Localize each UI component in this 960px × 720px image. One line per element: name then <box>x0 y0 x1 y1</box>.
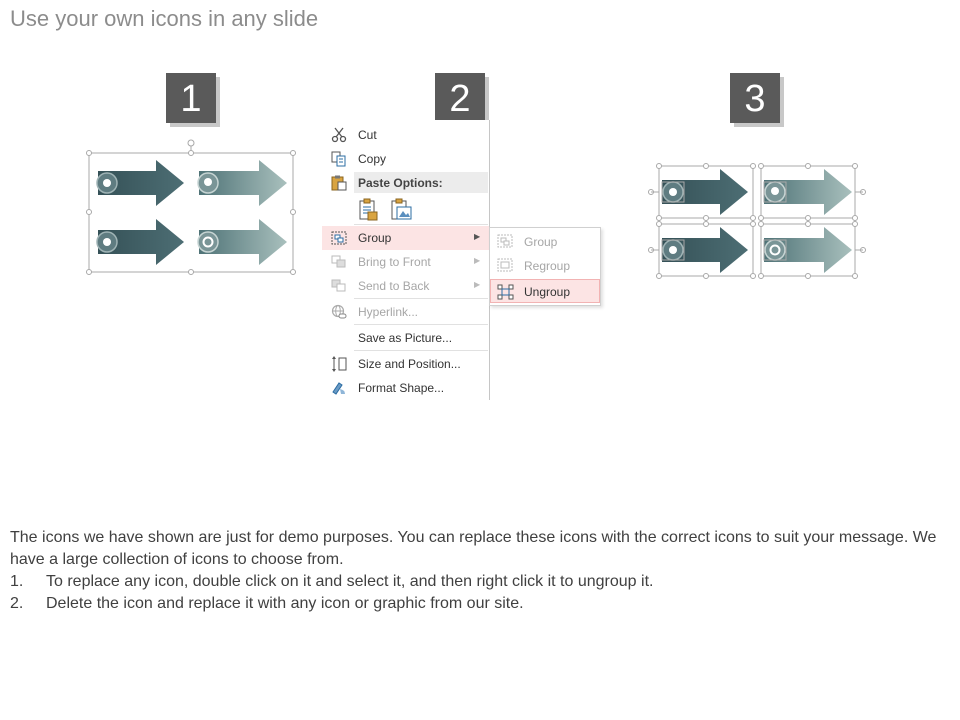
hyperlink-icon <box>331 304 347 319</box>
submenu-item-ungroup[interactable]: Ungroup <box>490 279 600 303</box>
group-icon <box>331 231 347 245</box>
menu-label-cut: Cut <box>358 128 377 142</box>
send-to-back-icon <box>331 279 346 292</box>
instruction-item-2: 2. Delete the icon and replace it with a… <box>10 593 950 615</box>
ungrouped-arrows-selection[interactable] <box>645 158 873 282</box>
menu-label-save-as-picture: Save as Picture... <box>358 331 453 345</box>
menu-item-save-as-picture[interactable]: Save as Picture... <box>322 326 489 350</box>
menu-label-format-shape: Format Shape... <box>358 381 445 395</box>
context-menu: Cut Copy Paste Options: <box>322 120 490 400</box>
group-icon <box>497 234 513 248</box>
regroup-icon <box>497 258 513 272</box>
menu-item-copy[interactable]: Copy <box>322 147 489 171</box>
menu-label-group: Group <box>358 231 392 245</box>
menu-label-bring-to-front: Bring to Front <box>358 255 431 269</box>
slide-title: Use your own icons in any slide <box>10 6 319 31</box>
step-2-badge: 2 <box>435 73 485 123</box>
instruction-number: 1. <box>10 573 24 590</box>
menu-label-hyperlink: Hyperlink... <box>358 305 419 319</box>
menu-item-paste-options <box>322 171 489 195</box>
instructions-text: The icons we have shown are just for dem… <box>10 527 950 615</box>
grouped-arrows-selection[interactable] <box>84 138 298 278</box>
submenu-arrow-icon: ▶ <box>474 232 481 241</box>
menu-label-size-and-position: Size and Position... <box>358 357 461 371</box>
menu-separator <box>354 324 488 325</box>
menu-item-bring-to-front[interactable]: Bring to Front ▶ <box>322 250 489 274</box>
instruction-text: Delete the icon and replace it with any … <box>46 595 524 612</box>
menu-label-copy: Copy <box>358 152 387 166</box>
paste-options-label: Paste Options: <box>358 176 443 190</box>
group-submenu: Group Regroup Ungroup <box>489 227 601 306</box>
submenu-item-group[interactable]: Group <box>490 229 600 253</box>
instruction-item-1: 1. To replace any icon, double click on … <box>10 571 950 593</box>
menu-separator <box>354 350 488 351</box>
menu-item-format-shape[interactable]: Format Shape... <box>322 376 489 400</box>
menu-item-size-and-position[interactable]: Size and Position... <box>322 352 489 376</box>
copy-icon <box>331 151 346 167</box>
menu-item-group[interactable]: Group ▶ <box>322 226 489 250</box>
bring-to-front-icon <box>331 255 346 268</box>
step-3-badge: 3 <box>730 73 780 123</box>
menu-separator <box>354 224 488 225</box>
ungroup-icon <box>497 284 514 300</box>
menu-item-hyperlink[interactable]: Hyperlink... <box>322 300 489 324</box>
format-shape-icon <box>332 382 345 395</box>
submenu-item-regroup[interactable]: Regroup <box>490 253 600 277</box>
size-position-icon <box>332 356 347 372</box>
paste-icon <box>331 175 347 191</box>
menu-label-send-to-back: Send to Back <box>358 279 430 293</box>
submenu-label-group: Group <box>524 235 558 249</box>
menu-item-send-to-back[interactable]: Send to Back ▶ <box>322 274 489 298</box>
intro-paragraph: The icons we have shown are just for dem… <box>10 529 937 568</box>
submenu-arrow-icon: ▶ <box>474 256 481 265</box>
submenu-arrow-icon: ▶ <box>474 280 481 289</box>
paste-options-header: Paste Options: <box>354 172 488 193</box>
step-1-badge: 1 <box>166 73 216 123</box>
instruction-text: To replace any icon, double click on it … <box>46 573 654 590</box>
scissors-icon <box>331 127 347 143</box>
instruction-number: 2. <box>10 595 24 612</box>
submenu-label-ungroup: Ungroup <box>524 285 571 299</box>
paste-keep-formatting-icon[interactable] <box>357 198 379 222</box>
submenu-label-regroup: Regroup <box>524 259 571 273</box>
menu-item-cut[interactable]: Cut <box>322 123 489 147</box>
menu-separator <box>354 298 488 299</box>
paste-picture-icon[interactable] <box>389 198 413 222</box>
